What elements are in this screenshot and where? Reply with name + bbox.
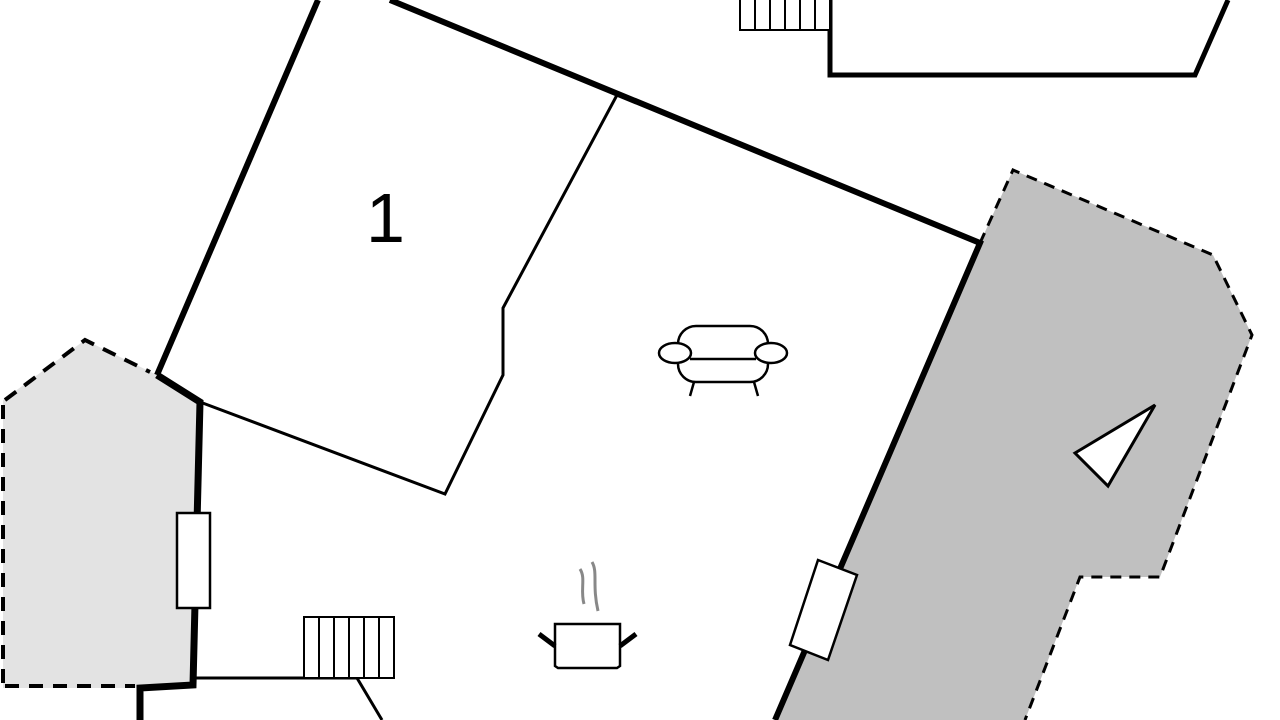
stairs-icon xyxy=(303,616,395,679)
exterior-walls xyxy=(136,0,1231,720)
terrace-left xyxy=(1,337,200,688)
stairs-icon xyxy=(739,0,831,31)
door-icon xyxy=(788,558,859,662)
terrace-right xyxy=(775,168,1254,720)
sofa-icon xyxy=(657,324,789,397)
north-arrow-icon xyxy=(1072,403,1157,489)
room-number-label: 1 xyxy=(366,179,405,257)
cooking-pot-icon xyxy=(537,561,638,670)
door-icon xyxy=(175,511,212,610)
